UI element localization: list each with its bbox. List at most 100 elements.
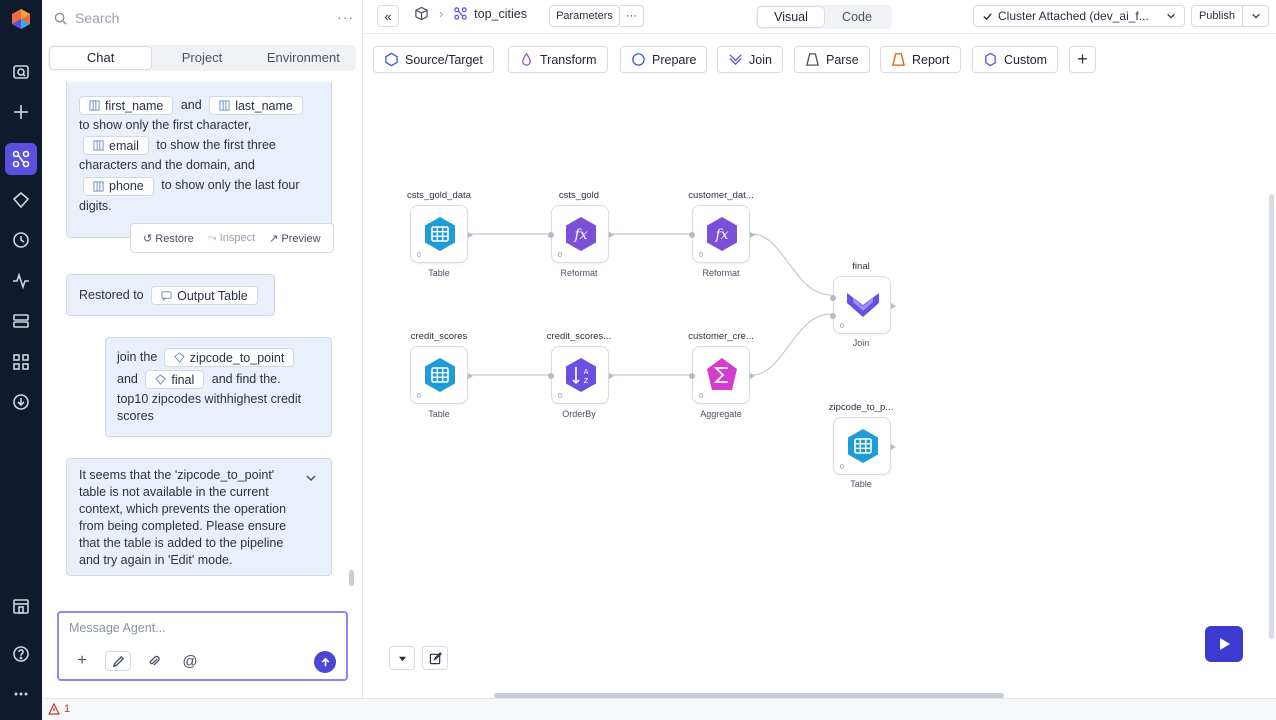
record-count: 0: [558, 393, 562, 400]
output-port[interactable]: [750, 232, 755, 238]
check-icon: [983, 12, 992, 20]
column-chip-phone[interactable]: phone: [83, 176, 154, 196]
rail-help-icon[interactable]: [5, 638, 37, 670]
chat-scrollbar[interactable]: [349, 570, 354, 586]
input-port[interactable]: [830, 295, 836, 301]
panel-more-button[interactable]: ···: [337, 9, 354, 25]
message-input[interactable]: Message Agent...: [69, 621, 166, 635]
parameters-button[interactable]: Parameters: [549, 5, 620, 27]
cluster-select[interactable]: Cluster Attached (dev_ai_f...: [973, 5, 1185, 27]
rail-more-icon[interactable]: [5, 678, 37, 710]
column-chip-first-name[interactable]: first_name: [79, 96, 174, 116]
gem-custom-button[interactable]: Custom: [972, 46, 1059, 73]
column-icon: [219, 100, 230, 111]
more-options-button[interactable]: ···: [620, 5, 644, 27]
message-composer[interactable]: Message Agent... + @: [57, 611, 348, 681]
node-csts-gold-data[interactable]: 0: [410, 205, 473, 263]
output-port[interactable]: [609, 232, 614, 238]
output-port[interactable]: [468, 373, 473, 379]
input-port[interactable]: [689, 373, 695, 379]
node-final[interactable]: 0: [830, 276, 896, 334]
tab-environment[interactable]: Environment: [266, 50, 340, 65]
inspect-button[interactable]: ⤳ Inspect: [207, 231, 256, 244]
left-rail: [0, 0, 42, 720]
canvas-dropdown-button[interactable]: [389, 646, 415, 670]
send-button[interactable]: [314, 651, 336, 673]
restore-button[interactable]: ↺ Restore: [143, 232, 194, 245]
rail-pulse-icon[interactable]: [5, 265, 37, 297]
search-input[interactable]: Search: [75, 10, 120, 26]
join-icon: [729, 54, 742, 66]
cube-icon[interactable]: [414, 6, 429, 21]
chevron-down-icon[interactable]: [305, 472, 317, 484]
node-title: final: [852, 261, 870, 272]
column-chip-last-name[interactable]: last_name: [209, 96, 303, 116]
restored-chip[interactable]: Output Table: [151, 286, 258, 306]
edit-mode-icon[interactable]: [105, 651, 131, 671]
publish-options-button[interactable]: [1243, 5, 1269, 27]
publish-button[interactable]: Publish: [1191, 5, 1243, 27]
chip-final[interactable]: final: [145, 370, 205, 390]
tab-visual[interactable]: Visual: [758, 7, 824, 27]
breadcrumb: › top_cities: [414, 6, 527, 21]
record-count: 0: [840, 323, 844, 330]
table-icon: [425, 358, 455, 392]
gem-parse-button[interactable]: Parse: [794, 46, 870, 73]
canvas-horizontal-scrollbar[interactable]: [494, 693, 1004, 698]
message-actions: ↺ Restore ⤳ Inspect ↗ Preview: [130, 223, 334, 253]
tab-project[interactable]: Project: [181, 50, 223, 65]
record-count: 0: [417, 393, 421, 400]
output-port[interactable]: [468, 232, 473, 238]
preview-button[interactable]: ↗ Preview: [269, 232, 321, 245]
rail-grid-icon[interactable]: [5, 346, 37, 378]
pipeline-canvas[interactable]: csts_gold_data 0 Table csts_gold fx 0 Re…: [364, 80, 1276, 698]
warning-indicator[interactable]: 1: [48, 703, 70, 715]
chip-zipcode-to-point[interactable]: zipcode_to_point: [163, 348, 295, 368]
rail-clock-icon[interactable]: [5, 224, 37, 256]
node-zipcode-to-point[interactable]: 0: [833, 417, 896, 475]
add-attachment-icon[interactable]: +: [77, 652, 87, 669]
mention-icon[interactable]: @: [182, 652, 198, 670]
tab-code[interactable]: Code: [842, 10, 872, 24]
add-gem-button[interactable]: +: [1069, 46, 1096, 73]
rail-database-icon[interactable]: [5, 305, 37, 337]
user-message: join the zipcode_to_point and final and …: [105, 337, 332, 437]
output-port[interactable]: [891, 303, 896, 309]
node-customer-dat[interactable]: fx 0: [689, 205, 755, 263]
rail-store-icon[interactable]: [5, 590, 37, 622]
node-csts-gold[interactable]: fx 0: [548, 205, 614, 263]
run-button[interactable]: [1205, 626, 1243, 662]
warning-icon: [48, 703, 60, 715]
node-title: customer_dat...: [688, 190, 754, 201]
collapse-panel-button[interactable]: «: [377, 5, 399, 27]
rail-gem-icon[interactable]: [5, 184, 37, 216]
pipeline-name[interactable]: top_cities: [474, 6, 527, 21]
gem-prepare-button[interactable]: Prepare: [620, 46, 708, 73]
canvas-vertical-scrollbar[interactable]: [1269, 194, 1274, 639]
rail-search-icon[interactable]: [5, 56, 37, 88]
input-port[interactable]: [689, 232, 695, 238]
rail-add-icon[interactable]: [5, 96, 37, 128]
gem-join-button[interactable]: Join: [717, 46, 783, 73]
paperclip-icon[interactable]: [141, 651, 167, 671]
sigma-icon: [707, 358, 737, 390]
rail-download-icon[interactable]: [5, 386, 37, 418]
output-port[interactable]: [609, 373, 614, 379]
output-port[interactable]: [891, 444, 896, 450]
input-port[interactable]: [548, 232, 554, 238]
input-port[interactable]: [830, 313, 836, 319]
node-credit-scores[interactable]: 0: [410, 346, 473, 404]
gem-source-target-button[interactable]: Source/Target: [373, 46, 494, 73]
output-port[interactable]: [750, 373, 755, 379]
node-customer-cre[interactable]: 0: [689, 346, 755, 404]
gem-transform-button[interactable]: Transform: [508, 46, 608, 73]
rail-pipeline-icon[interactable]: [5, 143, 37, 175]
gem-report-button[interactable]: Report: [880, 46, 961, 73]
canvas-edit-button[interactable]: [422, 646, 448, 670]
search-bar[interactable]: Search ···: [54, 9, 354, 27]
function-icon: fx: [566, 217, 596, 251]
tab-chat[interactable]: Chat: [50, 47, 152, 69]
input-port[interactable]: [548, 373, 554, 379]
column-chip-email[interactable]: email: [83, 136, 149, 156]
